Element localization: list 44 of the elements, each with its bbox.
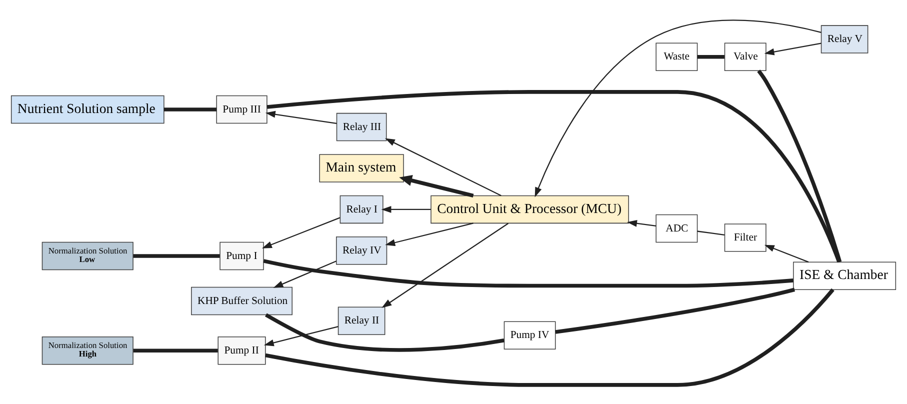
- arrow: [764, 42, 822, 55]
- arrow: [385, 222, 474, 246]
- node-box: Pump I: [220, 241, 264, 270]
- connector: [266, 90, 841, 262]
- node-box: ISE & Chamber: [793, 261, 896, 290]
- arrow: [273, 260, 336, 288]
- node-box: Main system: [319, 154, 404, 182]
- node-box: Waste: [656, 42, 698, 70]
- connector: [697, 230, 725, 235]
- node-box: Normalization Solution High: [42, 336, 134, 364]
- arrow: [262, 216, 340, 248]
- arrow: [265, 110, 337, 124]
- connector: [164, 107, 216, 111]
- arrow: [384, 138, 502, 196]
- node-box: Valve: [724, 42, 766, 70]
- connector: [263, 258, 794, 288]
- node-box: Relay II: [338, 306, 386, 334]
- node-box: Pump III: [216, 94, 268, 124]
- arrow: [399, 174, 474, 198]
- connector: [697, 54, 724, 58]
- arrow: [264, 325, 338, 346]
- node-box: KHP Buffer Solution: [191, 286, 292, 315]
- node-box: Pump II: [218, 336, 266, 364]
- arrow: [627, 219, 656, 226]
- node-box: Control Unit & Processor (MCU): [430, 194, 629, 224]
- node-box: Pump IV: [504, 320, 556, 349]
- node-box: Relay V: [820, 24, 868, 53]
- connector: [757, 69, 842, 262]
- node-box: Normalization Solution Low: [42, 241, 134, 270]
- node-box: Relay I: [340, 194, 384, 224]
- arrow: [764, 244, 809, 262]
- connector: [265, 288, 834, 386]
- connector: [133, 348, 218, 352]
- node-box: ADC: [656, 214, 698, 242]
- arrow: [534, 19, 822, 197]
- node-box: Filter: [724, 223, 766, 252]
- node-box: Nutrient Solution sample: [10, 94, 164, 124]
- arrow: [381, 205, 431, 212]
- node-box: Relay III: [336, 112, 387, 141]
- arrow: [382, 222, 509, 308]
- connector: [555, 287, 796, 334]
- connector: [133, 254, 220, 258]
- node-box: Relay IV: [336, 236, 388, 264]
- connector: [264, 312, 504, 352]
